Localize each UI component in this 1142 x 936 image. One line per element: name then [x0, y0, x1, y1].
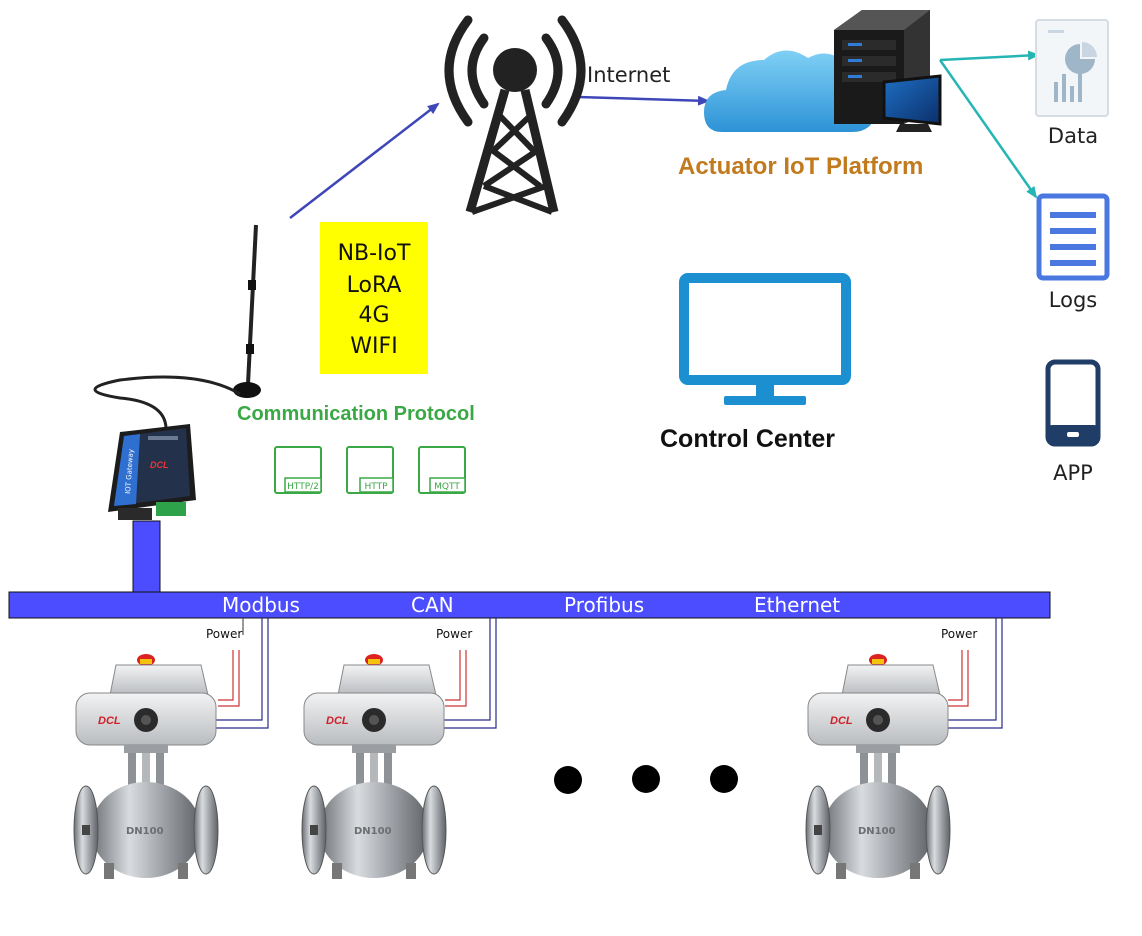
internet-label: Internet — [587, 63, 670, 87]
monitor-icon — [679, 273, 851, 405]
power-label: Power — [206, 627, 242, 641]
file-tag: MQTT — [434, 482, 460, 492]
app-label: APP — [1053, 461, 1093, 485]
logs-doc-icon — [1036, 193, 1110, 281]
file-tag: HTTP/2 — [287, 482, 319, 492]
wiring-group-1 — [210, 618, 269, 729]
actuator-brand: DCL — [830, 715, 853, 727]
protocol-item: WIFI — [350, 334, 397, 359]
protocol-item: NB-IoT — [338, 241, 411, 266]
data-label: Data — [1048, 124, 1098, 148]
bus-protocol-profibus: Profibus — [564, 593, 644, 617]
power-label: Power — [436, 627, 472, 641]
gateway-brand: DCL — [150, 460, 169, 470]
actuator-brand: DCL — [98, 715, 121, 727]
valve-actuator-icon — [73, 653, 219, 880]
http-file-icon: HTTP — [346, 446, 394, 494]
wiring-group-2 — [440, 618, 497, 729]
bus-protocol-modbus: Modbus — [222, 593, 300, 617]
valve-marking: DN100 — [126, 826, 164, 837]
ellipsis-dots — [554, 765, 738, 794]
cell-tower-icon — [444, 15, 586, 215]
power-label: Power — [941, 627, 977, 641]
protocol-list: NB-IoT LoRA 4G WIFI — [338, 241, 411, 359]
platform-to-logs-arrow — [938, 59, 1038, 199]
control-center-label: Control Center — [660, 425, 835, 453]
gateway-bus-link — [132, 520, 161, 594]
platform-title: Actuator IoT Platform — [678, 153, 923, 180]
gateway-side-label: IOT Gateway — [124, 449, 135, 494]
http2-file-icon: HTTP/2 — [274, 446, 322, 494]
valve-actuator-icon — [301, 653, 447, 880]
file-tag: HTTP — [364, 482, 388, 492]
platform-to-data-arrow — [939, 50, 1040, 62]
actuator-brand: DCL — [326, 715, 349, 727]
valve-actuator-icon — [805, 653, 951, 880]
wiring-group-3 — [944, 618, 1003, 729]
fieldbus-bar — [8, 591, 1051, 619]
gateway-icon: IOT Gateway DCL — [108, 424, 196, 520]
internet-arrow — [577, 95, 710, 106]
protocol-item: LoRA — [347, 273, 402, 298]
communication-protocol-label: Communication Protocol — [237, 403, 475, 425]
bus-protocol-ethernet: Ethernet — [754, 593, 840, 617]
protocol-item: 4G — [358, 303, 389, 328]
cloud-server-icon — [704, 10, 942, 132]
data-report-icon — [1035, 19, 1109, 117]
bus-protocol-can: CAN — [411, 593, 454, 617]
antenna-icon — [93, 224, 261, 429]
logs-label: Logs — [1049, 288, 1097, 312]
phone-icon — [1045, 359, 1101, 447]
valve-marking: DN100 — [858, 826, 896, 837]
protocol-box — [320, 222, 428, 374]
valve-marking: DN100 — [354, 826, 392, 837]
mqtt-file-icon: MQTT — [418, 446, 466, 494]
gateway-to-tower-arrow — [289, 102, 440, 219]
